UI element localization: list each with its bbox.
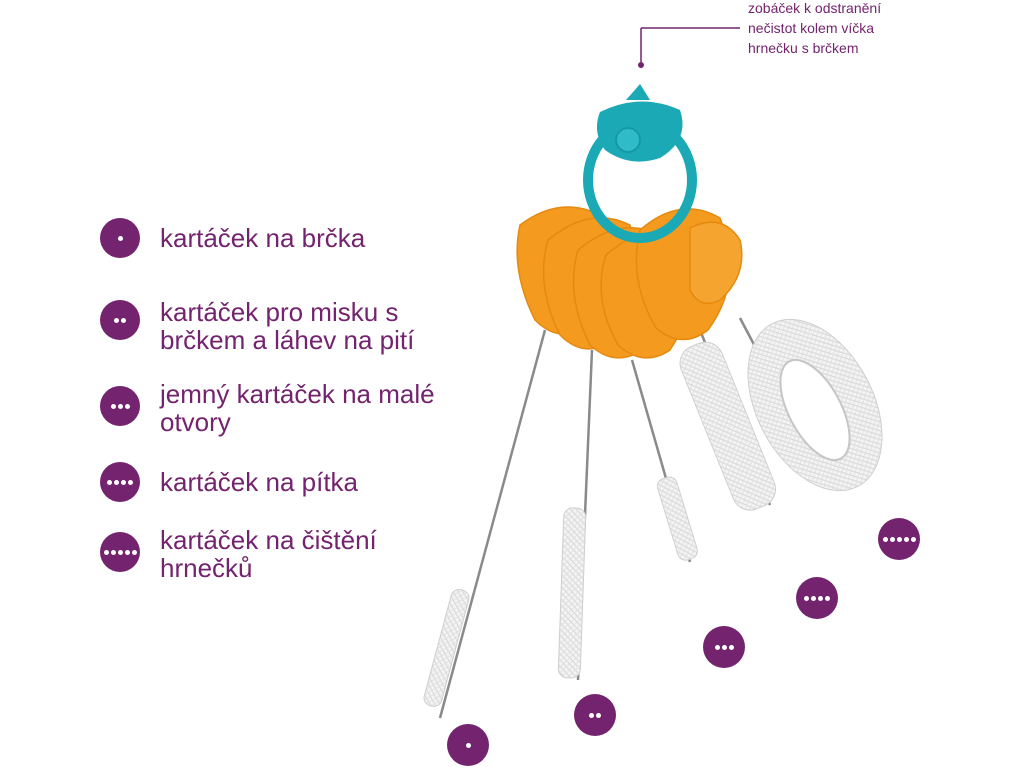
marker-5-dots bbox=[878, 518, 920, 560]
hook-beak-icon bbox=[626, 84, 650, 100]
teal-ring bbox=[583, 84, 697, 243]
orange-handles bbox=[516, 206, 743, 359]
marker-2-dots bbox=[574, 694, 616, 736]
legend-label: kartáček pro misku s brčkem a láhev na p… bbox=[160, 297, 415, 355]
four-dot-badge-icon bbox=[100, 462, 140, 502]
bristle-tuft-4 bbox=[679, 341, 777, 511]
marker-3-dots bbox=[703, 626, 745, 668]
legend-label: kartáček na čištění hrnečků bbox=[160, 525, 377, 583]
legend-label: kartáček na brčka bbox=[160, 223, 366, 253]
three-dot-badge-icon bbox=[100, 386, 140, 426]
legend-label: kartáček na pítka bbox=[160, 467, 358, 497]
handle-tip bbox=[689, 221, 743, 305]
legend-label: jemný kartáček na malé otvory bbox=[160, 379, 435, 437]
annotation-text: zobáček k odstranění nečistot kolem víčk… bbox=[748, 0, 882, 56]
marker-1-dot bbox=[447, 724, 489, 766]
bristle-tuft-2 bbox=[557, 507, 587, 679]
one-dot-badge-icon bbox=[100, 218, 140, 258]
five-dot-badge-icon bbox=[100, 532, 140, 572]
marker-4-dots bbox=[796, 577, 838, 619]
two-dot-badge-icon bbox=[100, 300, 140, 340]
bristle-tuft-3 bbox=[656, 476, 698, 561]
bristle-tuft-1 bbox=[423, 588, 470, 707]
brush-bristles bbox=[423, 318, 883, 707]
